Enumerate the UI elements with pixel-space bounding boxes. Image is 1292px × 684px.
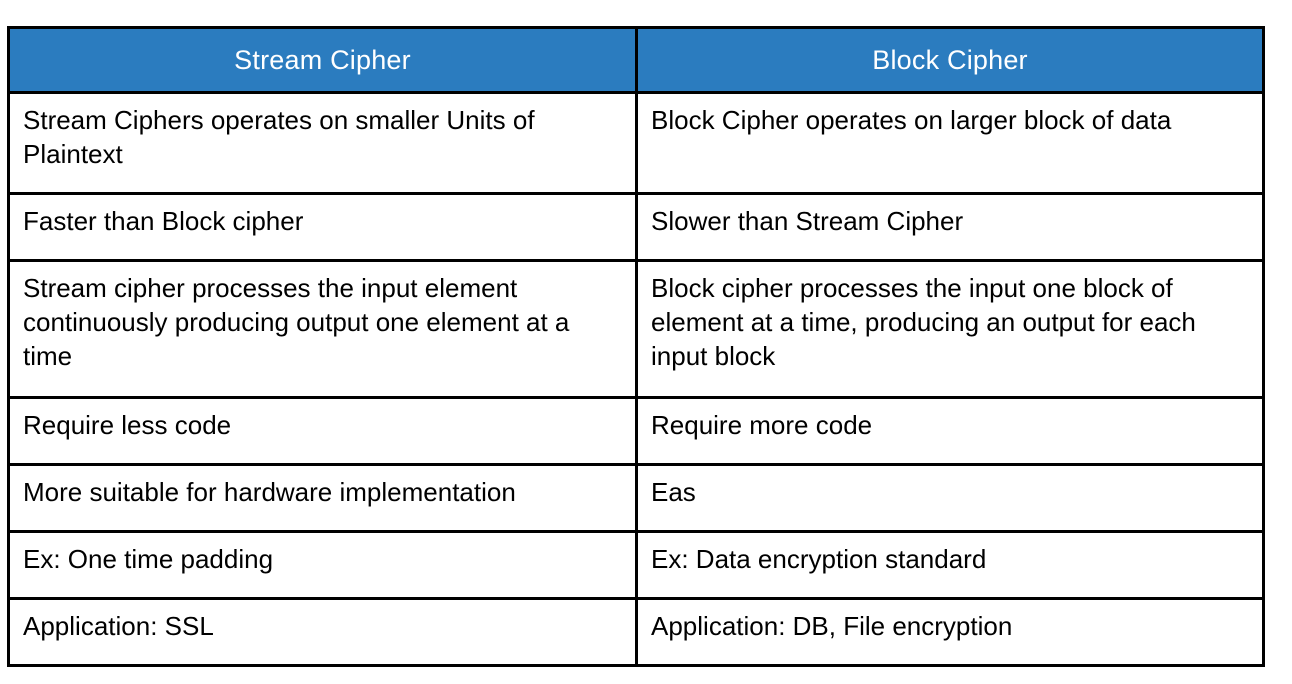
cell-text: Application: SSL bbox=[23, 611, 214, 641]
cell-text: Application: DB, File encryption bbox=[651, 611, 1013, 641]
cell-block-row-6: Ex: Data encryption standard bbox=[635, 530, 1265, 600]
table-row: Require less code Require more code bbox=[7, 396, 1265, 466]
column-header-block-cipher: Block Cipher bbox=[635, 26, 1265, 94]
cell-stream-row-6: Ex: One time padding bbox=[7, 530, 638, 600]
cell-text: Eas bbox=[651, 477, 696, 507]
cell-block-row-2: Slower than Stream Cipher bbox=[635, 192, 1265, 262]
cell-text: Block Cipher operates on larger block of… bbox=[651, 105, 1172, 135]
table-row: Stream Ciphers operates on smaller Units… bbox=[7, 91, 1265, 195]
cell-stream-row-4: Require less code bbox=[7, 396, 638, 466]
cell-text: Faster than Block cipher bbox=[23, 206, 304, 236]
cell-block-row-7: Application: DB, File encryption bbox=[635, 597, 1265, 667]
cell-block-row-5: Eas bbox=[635, 463, 1265, 533]
cell-block-row-4: Require more code bbox=[635, 396, 1265, 466]
cell-block-row-1: Block Cipher operates on larger block of… bbox=[635, 91, 1265, 195]
cell-text: More suitable for hardware implementatio… bbox=[23, 477, 516, 507]
cell-stream-row-7: Application: SSL bbox=[7, 597, 638, 667]
cell-stream-row-5: More suitable for hardware implementatio… bbox=[7, 463, 638, 533]
table-header: Stream Cipher Block Cipher bbox=[7, 26, 1265, 94]
cell-text: Require less code bbox=[23, 410, 232, 440]
table-row: Faster than Block cipher Slower than Str… bbox=[7, 192, 1265, 262]
cell-text: Require more code bbox=[651, 410, 873, 440]
cell-text: Slower than Stream Cipher bbox=[651, 206, 964, 236]
cell-text: Block cipher processes the input one blo… bbox=[651, 273, 1196, 371]
cell-text: Stream cipher processes the input elemen… bbox=[23, 273, 570, 371]
cell-text: Ex: One time padding bbox=[23, 544, 274, 574]
cell-stream-row-2: Faster than Block cipher bbox=[7, 192, 638, 262]
table-row: Ex: One time padding Ex: Data encryption… bbox=[7, 530, 1265, 600]
table-row: Application: SSL Application: DB, File e… bbox=[7, 597, 1265, 667]
table-row: Stream cipher processes the input elemen… bbox=[7, 259, 1265, 399]
cell-text: Ex: Data encryption standard bbox=[651, 544, 987, 574]
column-header-stream-cipher: Stream Cipher bbox=[7, 26, 638, 94]
cell-stream-row-3: Stream cipher processes the input elemen… bbox=[7, 259, 638, 399]
table-body: Stream Ciphers operates on smaller Units… bbox=[7, 91, 1265, 667]
cell-block-row-3: Block cipher processes the input one blo… bbox=[635, 259, 1265, 399]
cipher-comparison-table: Stream Cipher Block Cipher Stream Cipher… bbox=[7, 26, 1265, 667]
header-row: Stream Cipher Block Cipher bbox=[7, 26, 1265, 94]
cell-text: Stream Ciphers operates on smaller Units… bbox=[23, 105, 535, 169]
cell-stream-row-1: Stream Ciphers operates on smaller Units… bbox=[7, 91, 638, 195]
table-row: More suitable for hardware implementatio… bbox=[7, 463, 1265, 533]
